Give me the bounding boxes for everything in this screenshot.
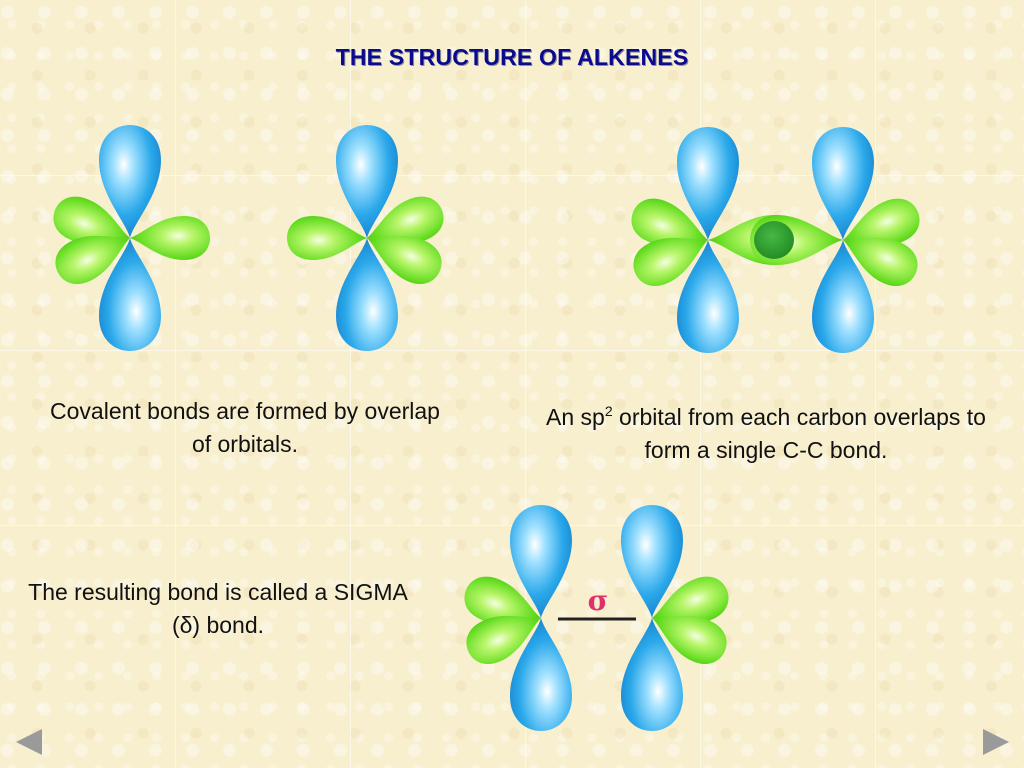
orbital-overlap-region <box>754 221 794 259</box>
sp2-caption-prefix: An sp <box>546 404 605 430</box>
triangle-right-icon[interactable] <box>983 729 1009 755</box>
background-gridline <box>525 0 526 768</box>
triangle-left-icon[interactable] <box>16 729 42 755</box>
overlap-caption: Covalent bonds are formed by overlap of … <box>50 398 440 457</box>
background-gridline <box>700 0 701 768</box>
sp2-bond-caption: An sp2 orbital from each carbon overlaps… <box>528 395 1004 467</box>
carbon-orbital-right <box>287 125 450 351</box>
sigma-bond-diagram: σ <box>458 505 735 731</box>
sp2-caption-suffix: orbital from each carbon overlaps to for… <box>612 404 986 463</box>
sigma-caption: The resulting bond is called a SIGMA (δ)… <box>28 579 408 638</box>
background-gridline <box>875 0 876 768</box>
sigma-symbol: σ <box>588 584 609 617</box>
background-gridline <box>0 525 1024 526</box>
background-gridline <box>0 175 1024 176</box>
carbon-orbital-left <box>47 125 210 351</box>
separate-carbons-diagram <box>47 125 450 351</box>
carbon-orbital-left <box>458 505 572 731</box>
background-gridline <box>175 0 176 768</box>
background-gridline <box>350 0 351 768</box>
overlapping-orbitals-diagram <box>625 127 926 353</box>
slide-title: THE STRUCTURE OF ALKENES <box>335 44 689 70</box>
carbon-orbital-right <box>621 505 735 731</box>
sp2-superscript: 2 <box>604 403 613 419</box>
background-gridline <box>0 350 1024 351</box>
